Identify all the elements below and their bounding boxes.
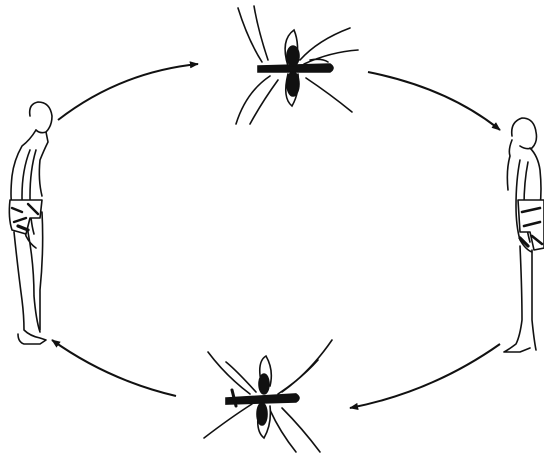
mosquito-top-icon (236, 6, 358, 124)
arrow-mosquito-bottom-to-human-left (52, 340, 176, 396)
arrow-human-right-to-mosquito-bottom (350, 344, 500, 408)
human-left-icon (9, 102, 52, 344)
mosquito-bottom-icon (204, 340, 332, 452)
human-right-icon (504, 118, 544, 352)
arrow-mosquito-top-to-human-right (368, 72, 500, 130)
arrow-human-left-to-mosquito-top (58, 64, 198, 120)
